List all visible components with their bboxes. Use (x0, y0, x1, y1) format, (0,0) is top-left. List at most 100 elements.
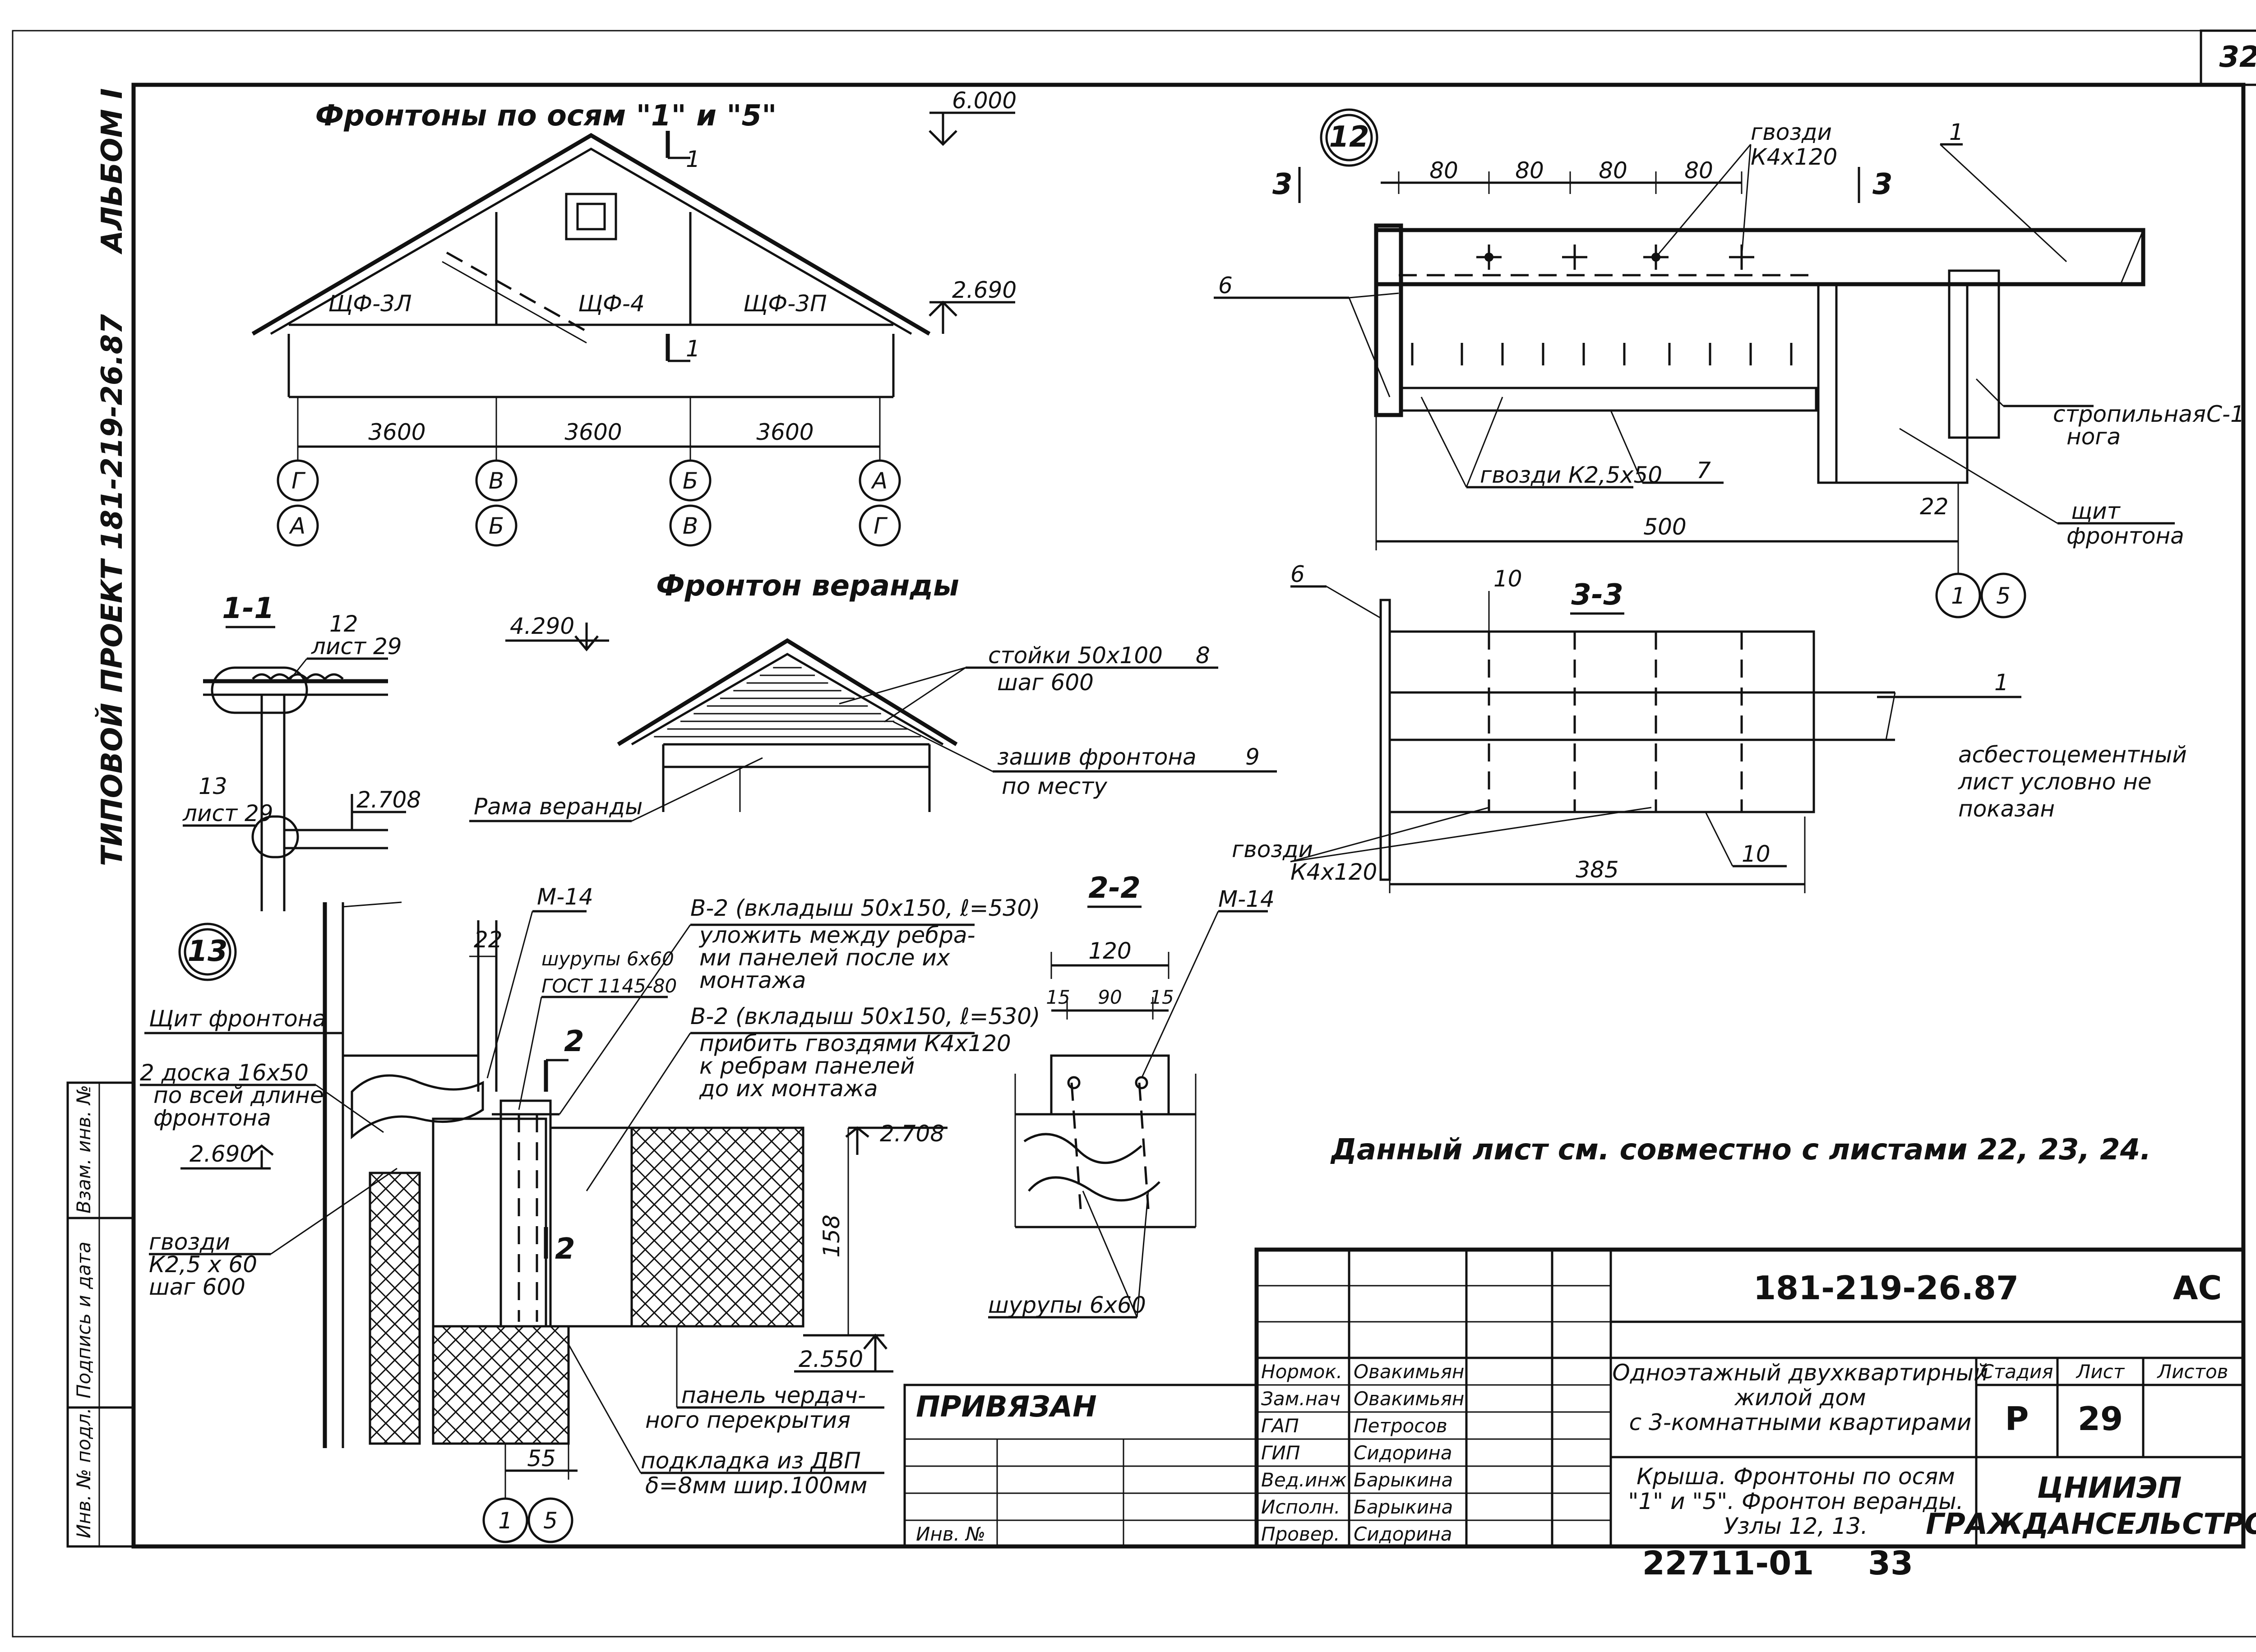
hatch-line (757, 1127, 804, 1174)
section-3-3: 3-3 6 10 1 10 гвозди К4х120 385 асбестоц… (1232, 561, 2187, 893)
hatch-line (631, 1127, 678, 1174)
node12-gap: 22 (1920, 494, 1949, 520)
hatch-line (432, 1325, 542, 1435)
sec33-width: 385 (1576, 857, 1618, 883)
hatch-line (369, 1262, 421, 1314)
level-2690: 2.690 (952, 277, 1017, 303)
hatch-line (631, 1253, 705, 1327)
hatch-line (432, 1325, 452, 1345)
hatch-line (631, 1127, 804, 1300)
node13-b2b: В-2 (вкладыш 50х150, ℓ=530) (690, 1003, 1040, 1029)
hatch-line (432, 1334, 542, 1444)
stamp-name: Сидорина (1354, 1442, 1452, 1464)
node12-shield2: фронтона (2066, 523, 2184, 549)
span-3: 3600 (756, 419, 814, 445)
hatch-line (631, 1217, 741, 1327)
node12-cut-left: 3 (1272, 168, 1293, 201)
sec33-note-1: асбестоцементный (1958, 742, 2187, 768)
hatch-line (694, 1217, 804, 1327)
node12-nails-top-size: К4х120 (1751, 144, 1837, 170)
node13-panel-1: панель чердач- (681, 1382, 866, 1408)
node13-lvl-2690: 2.690 (190, 1141, 254, 1167)
stamp-code: 181-219-26.87 (1753, 1269, 2019, 1307)
node13-b2a-line3: монтажа (699, 967, 806, 993)
panel-shf3p: ЩФ-3П (743, 291, 827, 317)
sec22-title: 2-2 (1088, 872, 1141, 905)
hatch-line (775, 1127, 804, 1156)
hatch-line (631, 1127, 750, 1246)
hatch-line (369, 1172, 402, 1205)
node12-rafter2: нога (2066, 424, 2121, 450)
node12-nail-dot (1651, 253, 1660, 262)
hatch-line (405, 1172, 421, 1187)
hatch-line (432, 1325, 470, 1363)
hatch-line (685, 1127, 804, 1246)
node13-lvl-2708: 2.708 (880, 1121, 944, 1147)
node12-n7: 7 (1697, 457, 1711, 484)
node12-n6: 6 (1218, 272, 1233, 299)
stamp-stage-head: Стадия (1980, 1361, 2053, 1383)
hatch-line (369, 1407, 407, 1444)
veranda-posts-num: 8 (1196, 642, 1210, 669)
node12-dim-3: 80 (1599, 157, 1627, 184)
hatch-line (369, 1208, 421, 1260)
node13-m14: М-14 (537, 884, 593, 910)
hatch-line (631, 1163, 795, 1327)
hatch-line (631, 1127, 786, 1282)
panel-shf3l: ЩФ-3Л (328, 291, 411, 317)
node13-panel-2: ного перекрытия (645, 1407, 851, 1433)
side-vzam-inv: Взам. инв. № (73, 1085, 95, 1214)
node13-pad-1: подкладка из ДВП (641, 1448, 861, 1474)
node12-nails-bottom: гвозди К2,5х50 (1480, 462, 1662, 488)
node13-shield: Щит фронтона (149, 1006, 326, 1032)
node12-dim-2: 80 (1515, 157, 1544, 184)
span-1: 3600 (368, 419, 425, 445)
sec33-title: 3-3 (1571, 578, 1623, 612)
outer-frame (12, 30, 2256, 1638)
hatch-line (369, 1280, 421, 1332)
side-stamp: Инв. № подл. Подпись и дата Взам. инв. № (66, 1081, 135, 1548)
hatch-line (477, 1325, 569, 1417)
node13-board-3: фронтона (153, 1105, 271, 1131)
node13-board-2: по всей длине (153, 1082, 324, 1108)
sec33-note-2: лист условно не (1958, 769, 2152, 795)
hatch-line (432, 1325, 524, 1417)
stamp-list-head: Лист (2076, 1361, 2125, 1383)
axis-top-4: А (871, 468, 888, 494)
album-label: АЛЬБОМ I (96, 88, 129, 255)
hatch-line (369, 1226, 421, 1278)
sec33-nails-size: К4х120 (1290, 859, 1377, 885)
hatch-line (432, 1407, 470, 1444)
stamp-name: Барыкина (1354, 1469, 1453, 1491)
stamp-name: Овакимьян (1354, 1361, 1464, 1383)
node12-axis-5: 5 (1996, 583, 2011, 609)
node13-nails-1: гвозди (149, 1229, 230, 1255)
veranda-post-step: шаг 600 (997, 669, 1094, 696)
hatch-line (631, 1127, 642, 1138)
hatch-line (432, 1352, 524, 1444)
sec11-sheet-ref-bottom: лист 29 (182, 800, 273, 826)
gable-elevation: Фронтоны по осям "1" и "5" ЩФ-3Л ЩФ-4 ЩФ… (251, 88, 1017, 547)
hatch-line (477, 1352, 569, 1444)
hatch-line (649, 1127, 804, 1282)
sec1-mark-top: 1 (686, 146, 700, 172)
sec22-screws: шурупы 6х60 (988, 1292, 1146, 1318)
hatch-line (432, 1325, 506, 1399)
section-1-1: 1-1 12 лист 29 13 лист 29 2.708 (182, 592, 421, 911)
veranda-title: Фронтон веранды (656, 569, 959, 603)
hatch-line (631, 1127, 660, 1156)
stamp-role: ГАП (1261, 1415, 1299, 1437)
veranda-sheathing-where: по месту (1002, 773, 1108, 799)
hatch-line (459, 1334, 569, 1444)
stamp-list: 29 (2078, 1400, 2123, 1438)
stamp-name: Петросов (1354, 1415, 1447, 1437)
hatch-line (631, 1235, 723, 1327)
hatch-line (369, 1172, 421, 1223)
hatch-line (369, 1371, 421, 1422)
hatch-line (383, 1407, 421, 1444)
hatch-line (459, 1325, 569, 1435)
veranda-posts: стойки 50х100 (988, 642, 1163, 669)
panel-shf4: ЩФ-4 (578, 291, 645, 317)
node12-cut-right: 3 (1872, 168, 1893, 201)
stamp-building-2: жилой дом (1734, 1384, 1866, 1411)
